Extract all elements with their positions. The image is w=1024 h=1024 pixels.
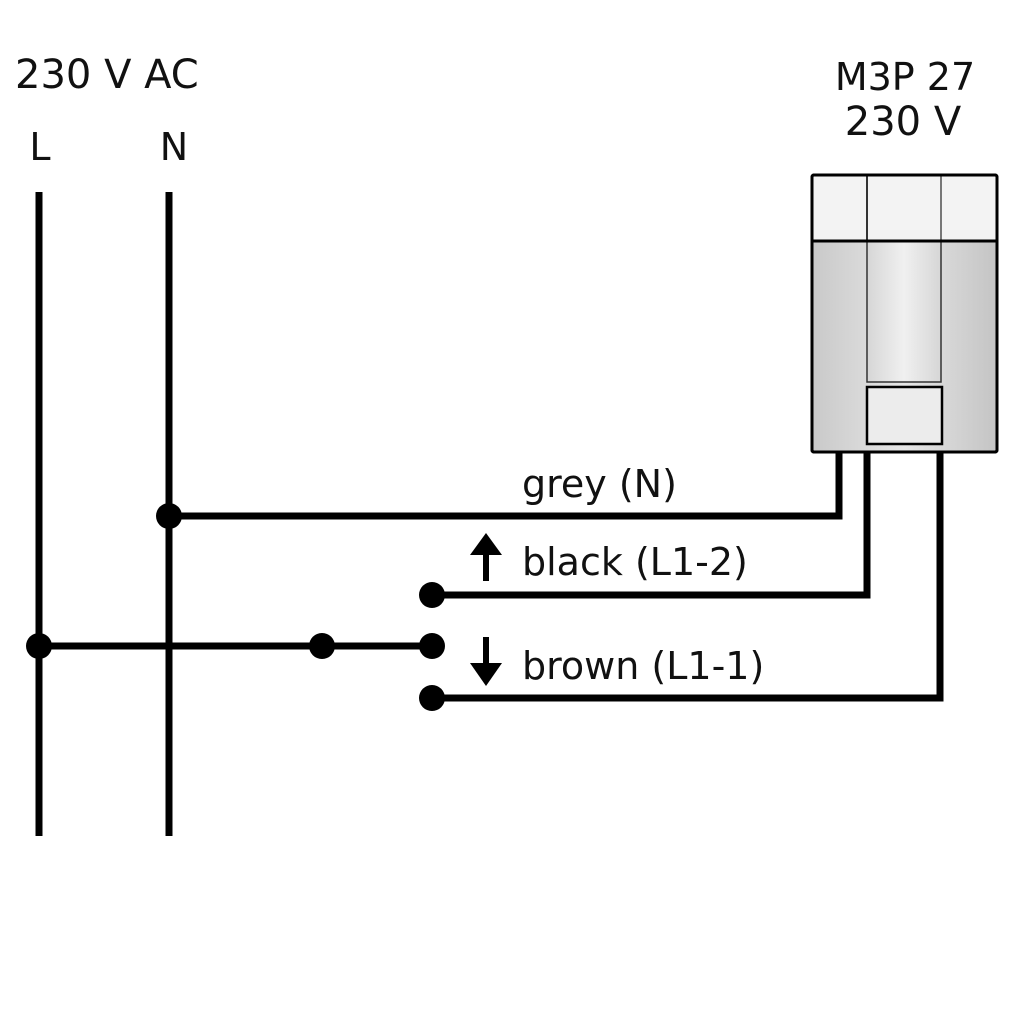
switch-down-terminal <box>419 685 445 711</box>
junction-dot <box>156 503 182 529</box>
supply-label: 230 V AC <box>15 52 199 98</box>
brown-wire-label: brown (L1-1) <box>522 644 764 688</box>
arrow-up-icon <box>470 533 502 581</box>
switch-up-terminal <box>419 582 445 608</box>
grey-wire <box>169 452 843 520</box>
motor-device <box>810 173 999 454</box>
line-label: L <box>29 125 50 169</box>
junction-dot <box>309 633 335 659</box>
arrow-down-icon <box>470 637 502 686</box>
grey-wire-label: grey (N) <box>522 462 677 506</box>
black-wire <box>432 452 871 599</box>
switch-common-terminal <box>419 633 445 659</box>
device-window <box>865 385 944 446</box>
junctions <box>26 503 445 711</box>
black-wire-label: black (L1-2) <box>522 540 748 584</box>
device-model: M3P 27 <box>835 55 975 99</box>
supply-rails <box>35 192 944 836</box>
device-voltage: 230 V <box>845 99 962 145</box>
neutral-label: N <box>160 125 188 169</box>
brown-wire <box>432 452 944 702</box>
junction-dot <box>26 633 52 659</box>
